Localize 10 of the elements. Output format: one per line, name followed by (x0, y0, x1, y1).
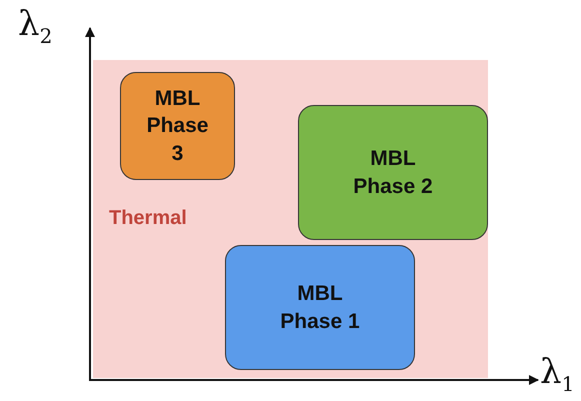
phase-label: MBL Phase 3 (146, 86, 210, 167)
phase-region (225, 245, 415, 370)
phase-region (298, 105, 488, 240)
axis-label: λ$_{1}$ (540, 352, 574, 396)
axis-label: λ$_{2}$ (18, 4, 52, 48)
thermal-region (93, 60, 488, 378)
region-label: Thermal (109, 207, 187, 230)
phase-label: MBL Phase 2 (352, 146, 434, 200)
phase-label: MBL Phase 1 (279, 281, 361, 334)
phase-region (120, 72, 235, 180)
